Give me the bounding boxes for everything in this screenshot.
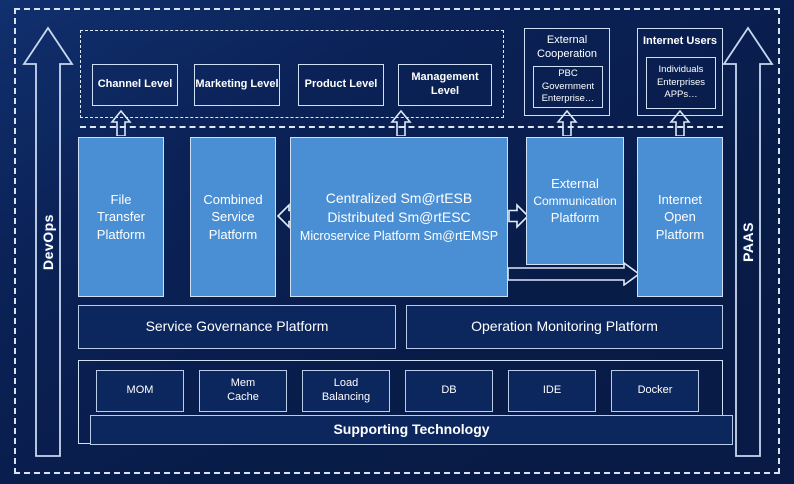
internet-users-group[interactable]: Internet Users Individuals Enterprises A… xyxy=(637,28,723,116)
internet-users-body-line1: Individuals xyxy=(658,64,704,76)
paas-pillar-arrow: PAAS xyxy=(722,22,774,462)
platform-esb-line3: Microservice Platform Sm@rtEMSP xyxy=(299,228,499,243)
platform-external-comm-line3: Platform xyxy=(550,210,600,226)
supporting-tech-db-line1: DB xyxy=(441,384,457,397)
consumer-level-management-label: Management Level xyxy=(411,71,479,97)
supporting-tech-ide-line1: IDE xyxy=(542,384,562,397)
internet-users-body-line3: APPs… xyxy=(664,89,698,101)
consumer-level-management[interactable]: Management Level xyxy=(398,64,492,106)
platform-file-transfer[interactable]: File Transfer Platform xyxy=(78,137,164,297)
paas-arrow-shape xyxy=(722,26,774,457)
supporting-tech-mom[interactable]: MOM xyxy=(96,370,184,412)
internet-users-body-line2: Enterprises xyxy=(656,76,706,88)
consumer-level-channel-label: Channel Level xyxy=(97,78,173,91)
consumer-level-channel[interactable]: Channel Level xyxy=(92,64,178,106)
platform-file-transfer-line3: Platform xyxy=(96,226,146,242)
service-governance-platform-bar[interactable]: Service Governance Platform xyxy=(78,305,396,349)
supporting-technology-banner-label: Supporting Technology xyxy=(333,421,490,438)
platform-external-comm-line2: Communication xyxy=(533,193,617,208)
consumer-level-marketing[interactable]: Marketing Level xyxy=(194,64,280,106)
platform-file-transfer-line1: File xyxy=(110,191,132,207)
supporting-tech-load-balancing-line1: Load xyxy=(333,377,359,390)
connector-arrow-esb-to-internet-open xyxy=(507,261,641,287)
supporting-tech-docker[interactable]: Docker xyxy=(611,370,699,412)
consumer-level-marketing-label: Marketing Level xyxy=(195,78,279,91)
outer-dashed-frame xyxy=(14,8,780,474)
layer-separator-dashed-line xyxy=(80,126,723,128)
up-arrow-internet-open xyxy=(669,110,691,136)
platform-combined-service-line1: Combined xyxy=(203,191,263,207)
external-cooperation-title-line2: Cooperation xyxy=(537,47,597,60)
platform-centralized-esb[interactable]: Centralized Sm@rtESB Distributed Sm@rtES… xyxy=(290,137,508,297)
consumer-levels-container xyxy=(80,30,504,118)
up-arrow-centralized-esb xyxy=(390,110,412,136)
platform-internet-open-line1: Internet xyxy=(657,191,703,207)
supporting-tech-load-balancing[interactable]: Load Balancing xyxy=(302,370,390,412)
external-cooperation-group[interactable]: External Cooperation PBC Government Ente… xyxy=(524,28,610,116)
supporting-tech-mem-cache-line1: Mem xyxy=(230,377,256,390)
operation-monitoring-platform-bar[interactable]: Operation Monitoring Platform xyxy=(406,305,723,349)
operation-monitoring-platform-label: Operation Monitoring Platform xyxy=(471,318,658,335)
up-arrow-external-communication xyxy=(556,110,578,136)
devops-arrow-shape xyxy=(22,26,74,457)
devops-pillar-arrow: DevOps xyxy=(22,22,74,462)
supporting-tech-ide[interactable]: IDE xyxy=(508,370,596,412)
platform-internet-open-line2: Open xyxy=(664,209,696,225)
service-governance-platform-label: Service Governance Platform xyxy=(145,318,329,335)
consumer-level-product-label: Product Level xyxy=(304,78,378,91)
platform-file-transfer-line2: Transfer xyxy=(97,209,145,225)
internet-users-body-box: Individuals Enterprises APPs… xyxy=(646,57,716,109)
supporting-tech-mom-line1: MOM xyxy=(126,384,154,397)
platform-external-comm-line1: External xyxy=(551,176,599,192)
supporting-tech-docker-line1: Docker xyxy=(637,384,673,397)
external-cooperation-title: External Cooperation xyxy=(525,34,609,62)
consumer-level-product[interactable]: Product Level xyxy=(298,64,384,106)
platform-combined-service-line2: Service xyxy=(211,209,255,225)
platform-external-communication[interactable]: External Communication Platform xyxy=(526,137,624,265)
up-arrow-file-transfer xyxy=(110,110,132,136)
internet-users-title: Internet Users xyxy=(638,35,722,49)
external-cooperation-title-line1: External xyxy=(546,34,588,46)
supporting-tech-load-balancing-line2: Balancing xyxy=(321,391,371,403)
platform-internet-open-line3: Platform xyxy=(655,226,705,242)
platform-esb-line2: Distributed Sm@rtESC xyxy=(327,209,471,226)
supporting-tech-mem-cache-line2: Cache xyxy=(227,391,259,403)
supporting-tech-db[interactable]: DB xyxy=(405,370,493,412)
supporting-technology-banner[interactable]: Supporting Technology xyxy=(90,415,733,445)
platform-combined-service-line3: Platform xyxy=(208,226,258,242)
internet-users-title-line1: Internet Users xyxy=(643,35,717,47)
devops-label: DevOps xyxy=(40,214,56,270)
paas-label: PAAS xyxy=(740,222,756,262)
external-cooperation-body-box: PBC Government Enterprise… xyxy=(533,66,603,108)
external-cooperation-body-line2: Enterprise… xyxy=(541,93,595,105)
platform-combined-service[interactable]: Combined Service Platform xyxy=(190,137,276,297)
supporting-tech-mem-cache[interactable]: Mem Cache xyxy=(199,370,287,412)
connector-arrow-esb-to-external-comm xyxy=(508,201,530,231)
external-cooperation-body-line1: PBC Government xyxy=(541,68,595,92)
platform-internet-open[interactable]: Internet Open Platform xyxy=(637,137,723,297)
platform-esb-line1: Centralized Sm@rtESB xyxy=(325,189,473,206)
